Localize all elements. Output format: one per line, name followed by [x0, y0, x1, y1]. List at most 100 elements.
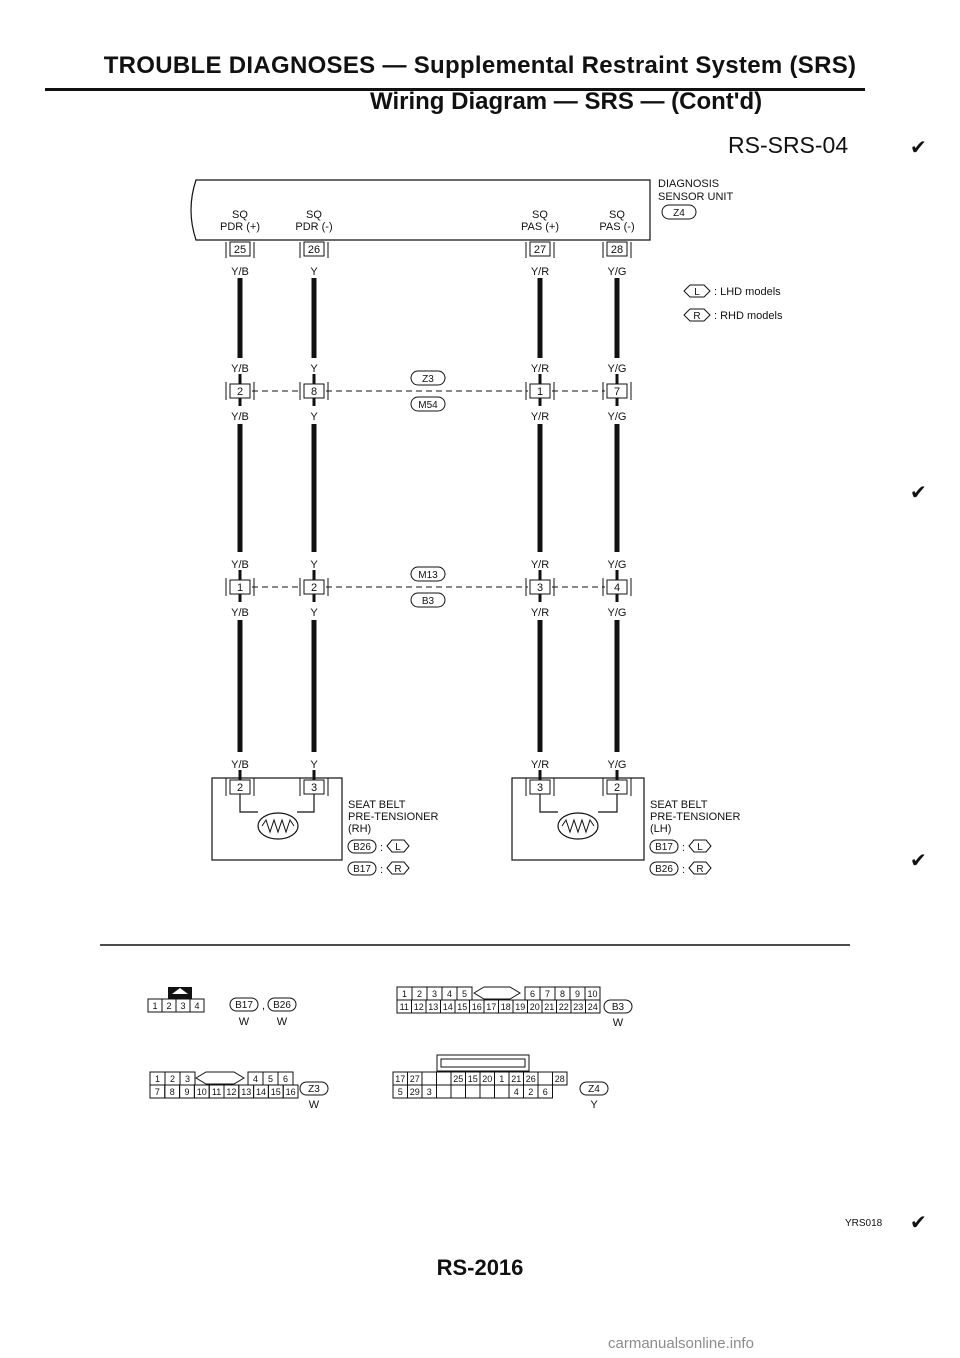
- connector-cell-number: 7: [155, 1087, 160, 1097]
- connector-cell-number: 11: [212, 1087, 221, 1097]
- connector-cell-number: 17: [486, 1002, 496, 1012]
- connector-label: B26: [353, 842, 371, 853]
- model-symbol: [688, 861, 712, 875]
- connector-cell-number: 22: [559, 1002, 569, 1012]
- pin-number: 7: [614, 386, 620, 398]
- pin-name: PDR (-): [295, 221, 332, 233]
- connector-cell-number: 9: [575, 989, 580, 999]
- tensioner-lh-label: PRE-TENSIONER: [650, 811, 741, 823]
- wire-color: Y/B: [231, 759, 249, 771]
- connector-label: M13: [418, 570, 438, 581]
- connector-cell-number: 1: [499, 1074, 504, 1084]
- tensioner-rh-box: [211, 777, 343, 861]
- connector-cell-number: 21: [544, 1002, 554, 1012]
- connector-cell: [585, 999, 601, 1014]
- connector-badge: [649, 839, 679, 854]
- wire-color: Y/B: [231, 411, 249, 423]
- connector-badge: [347, 861, 377, 876]
- model-symbol: [386, 861, 410, 875]
- colon: :: [380, 864, 383, 876]
- connector-color: W: [309, 1099, 320, 1111]
- model-letter: R: [696, 864, 703, 875]
- tensioner-rh-label: SEAT BELT: [348, 799, 406, 811]
- connector-badge: [410, 370, 446, 386]
- connector-cell-number: 24: [588, 1002, 598, 1012]
- connector-name: B17: [235, 1000, 253, 1011]
- connector-cell-number: 15: [457, 1002, 467, 1012]
- lhd-text: : LHD models: [714, 286, 781, 298]
- connector-cell-number: 14: [256, 1087, 266, 1097]
- sensor-pins: 25 26 27 28: [229, 241, 628, 257]
- lhd-symbol: [683, 284, 711, 298]
- connector-cell-number: 6: [283, 1074, 288, 1084]
- connector-cell: [494, 1084, 510, 1099]
- wire-color: Y/B: [231, 607, 249, 619]
- connector-cell-number: 18: [501, 1002, 511, 1012]
- pin-box: [229, 241, 251, 257]
- connector-cell-number: 15: [468, 1074, 478, 1084]
- model-letter: L: [395, 842, 401, 853]
- connector-cell-number: 20: [482, 1074, 492, 1084]
- pin-box: [529, 241, 551, 257]
- pin-number: 28: [611, 244, 623, 256]
- connector-name: B26: [273, 1000, 291, 1011]
- connector-label: B3: [422, 596, 435, 607]
- connector-cell-number: 3: [432, 989, 437, 999]
- connector-cell-number: 4: [447, 989, 452, 999]
- connector-cell-number: 2: [528, 1087, 533, 1097]
- connector-cell-number: 3: [427, 1087, 432, 1097]
- wire-color: Y/R: [531, 759, 549, 771]
- connector-cell-number: 16: [286, 1087, 296, 1097]
- connector-cell-number: 25: [453, 1074, 463, 1084]
- pin-number: 27: [534, 244, 546, 256]
- connector-cell-number: 9: [184, 1087, 189, 1097]
- resistor-icon: [557, 812, 599, 840]
- connector-cell: [436, 1084, 452, 1099]
- connector-cell-number: 4: [514, 1087, 519, 1097]
- lock-arrow-icon: [172, 988, 188, 994]
- tensioner-lh-circuit: [539, 794, 618, 813]
- connector-cell-number: 15: [271, 1087, 281, 1097]
- wire-color: Y: [310, 759, 318, 771]
- wire-color: Y/G: [608, 759, 627, 771]
- model-symbol: [386, 839, 410, 853]
- check-mark-icon: ✔: [910, 850, 927, 872]
- connector-cell-number: 14: [443, 1002, 453, 1012]
- connector-cell-number: 6: [543, 1087, 548, 1097]
- connector-label: B26: [655, 864, 673, 875]
- legend: L : LHD models R : RHD models: [683, 284, 783, 322]
- connector-cell-number: 4: [253, 1074, 258, 1084]
- connector-cell-number: 19: [515, 1002, 525, 1012]
- wire-color: Y/R: [531, 559, 549, 571]
- diagram-code: RS-SRS-04: [728, 132, 849, 158]
- connector-cell-number: 13: [428, 1002, 438, 1012]
- connector-cell: [282, 1084, 299, 1099]
- connector-name: Z3: [308, 1084, 320, 1095]
- pin-number: 3: [537, 582, 543, 594]
- pin-number: 25: [234, 244, 246, 256]
- connector-cell-number: 3: [185, 1074, 190, 1084]
- lhd-letter: L: [694, 287, 700, 298]
- comma: ,: [262, 1000, 265, 1012]
- connector-cell: [189, 998, 205, 1013]
- connector-cell-number: 16: [472, 1002, 482, 1012]
- colon: :: [380, 842, 383, 854]
- connector-cell: [465, 1084, 481, 1099]
- rhd-symbol: [683, 308, 711, 322]
- wire-color: Y: [310, 411, 318, 423]
- connector-cell-number: 4: [194, 1001, 199, 1011]
- pin-number: 2: [614, 782, 620, 794]
- pin-name: PAS (+): [521, 221, 559, 233]
- connector-cell-number: 3: [180, 1001, 185, 1011]
- tensioner-lh-label: (LH): [650, 823, 671, 835]
- connector-badge: [229, 997, 259, 1012]
- sensor-unit-label: SENSOR UNIT: [658, 191, 733, 203]
- connector-cell-number: 10: [587, 989, 597, 999]
- model-letter: R: [394, 864, 401, 875]
